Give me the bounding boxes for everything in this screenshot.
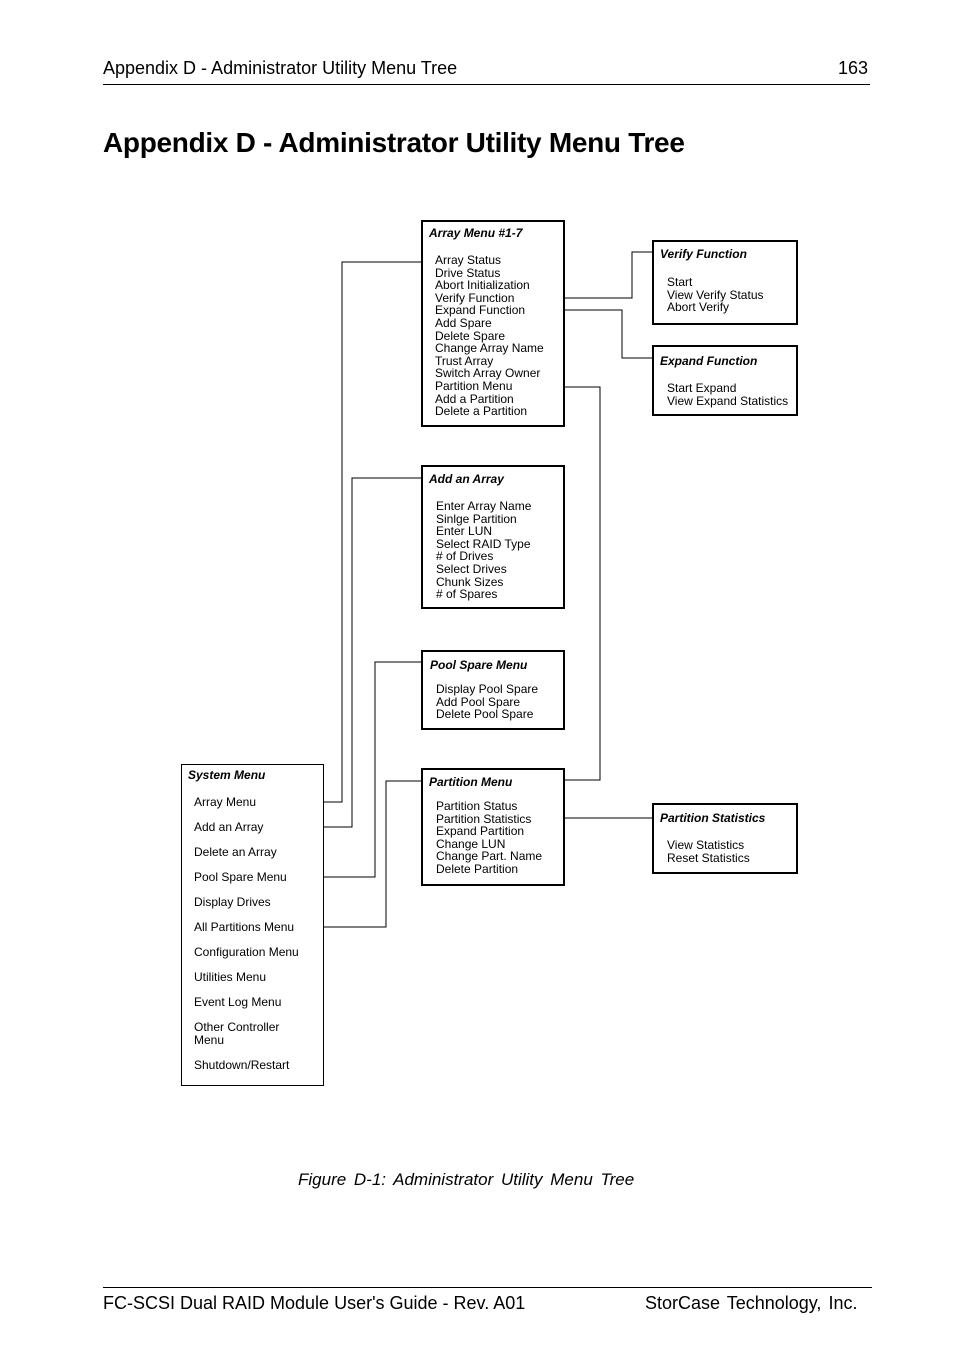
header-rule bbox=[103, 84, 870, 85]
menu-item: View Verify Status bbox=[667, 287, 764, 302]
menu-item: Partition Status bbox=[436, 799, 518, 813]
add-array-title: Add an Array bbox=[429, 472, 504, 486]
menu-item: Reset Statistics bbox=[667, 850, 750, 865]
partition-menu-items: Partition Status Partition Statistics Ex… bbox=[436, 800, 542, 876]
add-array-items: Enter Array Name Sinlge Partition Enter … bbox=[436, 500, 531, 601]
menu-item: Array Status bbox=[435, 253, 502, 267]
menu-item: Sinlge Partition bbox=[436, 511, 517, 526]
menu-item: Start Expand bbox=[667, 381, 737, 395]
connector-array-menu bbox=[306, 261, 422, 803]
menu-item: Drive Status bbox=[435, 265, 501, 280]
running-header: Appendix D - Administrator Utility Menu … bbox=[103, 58, 458, 78]
menu-item: Abort Verify bbox=[667, 300, 730, 315]
menu-item: Display Drives bbox=[194, 895, 271, 909]
connector-add-array bbox=[306, 477, 422, 828]
connector-all-partitions bbox=[306, 780, 422, 928]
menu-item: Array Menu bbox=[194, 795, 257, 809]
menu-item: Other Controller Menu bbox=[194, 1020, 280, 1047]
menu-item: View Expand Statistics bbox=[667, 393, 789, 408]
page-title: Appendix D - Administrator Utility Menu … bbox=[103, 127, 685, 158]
figure-caption: Figure D-1: Administrator Utility Menu T… bbox=[298, 1170, 635, 1189]
footer-rule bbox=[103, 1287, 872, 1288]
footer-company: StorCase Technology, Inc. bbox=[645, 1293, 858, 1313]
menu-item: Switch Array Owner bbox=[435, 366, 541, 381]
menu-item: Add a Partition bbox=[435, 391, 514, 406]
pool-spare-menu-title: Pool Spare Menu bbox=[430, 658, 528, 672]
verify-function-items: Start View Verify Status Abort Verify bbox=[667, 276, 764, 314]
array-menu-title: Array Menu #1-7 bbox=[429, 226, 523, 240]
menu-item: Chunk Sizes bbox=[436, 574, 504, 589]
array-menu-items: Array Status Drive Status Abort Initiali… bbox=[435, 254, 544, 418]
system-menu-title: System Menu bbox=[188, 768, 266, 782]
menu-item: Enter LUN bbox=[436, 524, 493, 539]
partition-statistics-items: View Statistics Reset Statistics bbox=[667, 839, 750, 864]
system-menu-items: Array Menu Add an Array Delete an Array … bbox=[194, 790, 299, 1078]
page-number: 163 bbox=[838, 58, 869, 78]
connector-verify bbox=[548, 251, 653, 299]
menu-item: Add Pool Spare bbox=[436, 694, 521, 709]
verify-function-title: Verify Function bbox=[660, 247, 747, 261]
menu-item: # of Drives bbox=[436, 549, 494, 564]
menu-item: Display Pool Spare bbox=[436, 682, 539, 696]
pool-spare-menu-box: Pool Spare Menu Display Pool Spare Add P… bbox=[421, 650, 565, 730]
menu-item: Verify Function bbox=[435, 290, 515, 305]
partition-statistics-title: Partition Statistics bbox=[660, 811, 766, 825]
menu-item: Event Log Menu bbox=[194, 995, 282, 1009]
menu-item: Abort Initialization bbox=[435, 278, 530, 293]
menu-item: Delete Pool Spare bbox=[436, 707, 534, 722]
menu-item: Shutdown/Restart bbox=[194, 1058, 290, 1072]
menu-item: Partition Menu bbox=[435, 378, 513, 393]
menu-item: All Partitions Menu bbox=[194, 920, 295, 934]
array-menu-box: Array Menu #1-7 Array Status Drive Statu… bbox=[421, 220, 565, 427]
menu-item: Expand Function bbox=[435, 303, 526, 318]
expand-function-items: Start Expand View Expand Statistics bbox=[667, 382, 788, 407]
partition-statistics-box: Partition Statistics View Statistics Res… bbox=[652, 803, 798, 874]
system-menu-box: System Menu Array Menu Add an Array Dele… bbox=[181, 764, 324, 1086]
menu-item: # of Spares bbox=[436, 587, 498, 602]
menu-item: Change Part. Name bbox=[436, 849, 543, 864]
connector-expand bbox=[548, 309, 653, 359]
menu-item: Select Drives bbox=[436, 561, 507, 576]
partition-menu-title: Partition Menu bbox=[429, 775, 513, 789]
pool-spare-menu-items: Display Pool Spare Add Pool Spare Delete… bbox=[436, 683, 538, 721]
menu-item: Start bbox=[667, 275, 693, 289]
connector-pool-spare bbox=[306, 661, 422, 878]
menu-item: Change Array Name bbox=[435, 341, 544, 356]
partition-menu-box: Partition Menu Partition Status Partitio… bbox=[421, 768, 565, 886]
connector-partition-menu bbox=[548, 386, 601, 781]
menu-item: Utilities Menu bbox=[194, 970, 267, 984]
add-array-box: Add an Array Enter Array Name Sinlge Par… bbox=[421, 465, 565, 609]
menu-item: Pool Spare Menu bbox=[194, 870, 287, 884]
menu-item: View Statistics bbox=[667, 838, 745, 852]
menu-item: Delete a Partition bbox=[435, 404, 528, 419]
footer-document-title: FC-SCSI Dual RAID Module User's Guide - … bbox=[103, 1293, 526, 1313]
menu-item: Delete Spare bbox=[435, 328, 506, 343]
menu-item: Expand Partition bbox=[436, 824, 525, 839]
menu-item: Delete Partition bbox=[436, 861, 519, 876]
menu-item: Configuration Menu bbox=[194, 945, 299, 959]
menu-item: Change LUN bbox=[436, 836, 506, 851]
expand-function-title: Expand Function bbox=[660, 354, 758, 368]
menu-item: Trust Array bbox=[435, 353, 494, 368]
verify-function-box: Verify Function Start View Verify Status… bbox=[652, 240, 798, 325]
menu-item: Partition Statistics bbox=[436, 811, 532, 826]
menu-item: Enter Array Name bbox=[436, 499, 532, 513]
menu-item: Add an Array bbox=[194, 820, 264, 834]
menu-item: Delete an Array bbox=[194, 845, 277, 859]
menu-item: Select RAID Type bbox=[436, 536, 531, 551]
menu-item: Add Spare bbox=[435, 315, 492, 330]
expand-function-box: Expand Function Start Expand View Expand… bbox=[652, 345, 798, 416]
